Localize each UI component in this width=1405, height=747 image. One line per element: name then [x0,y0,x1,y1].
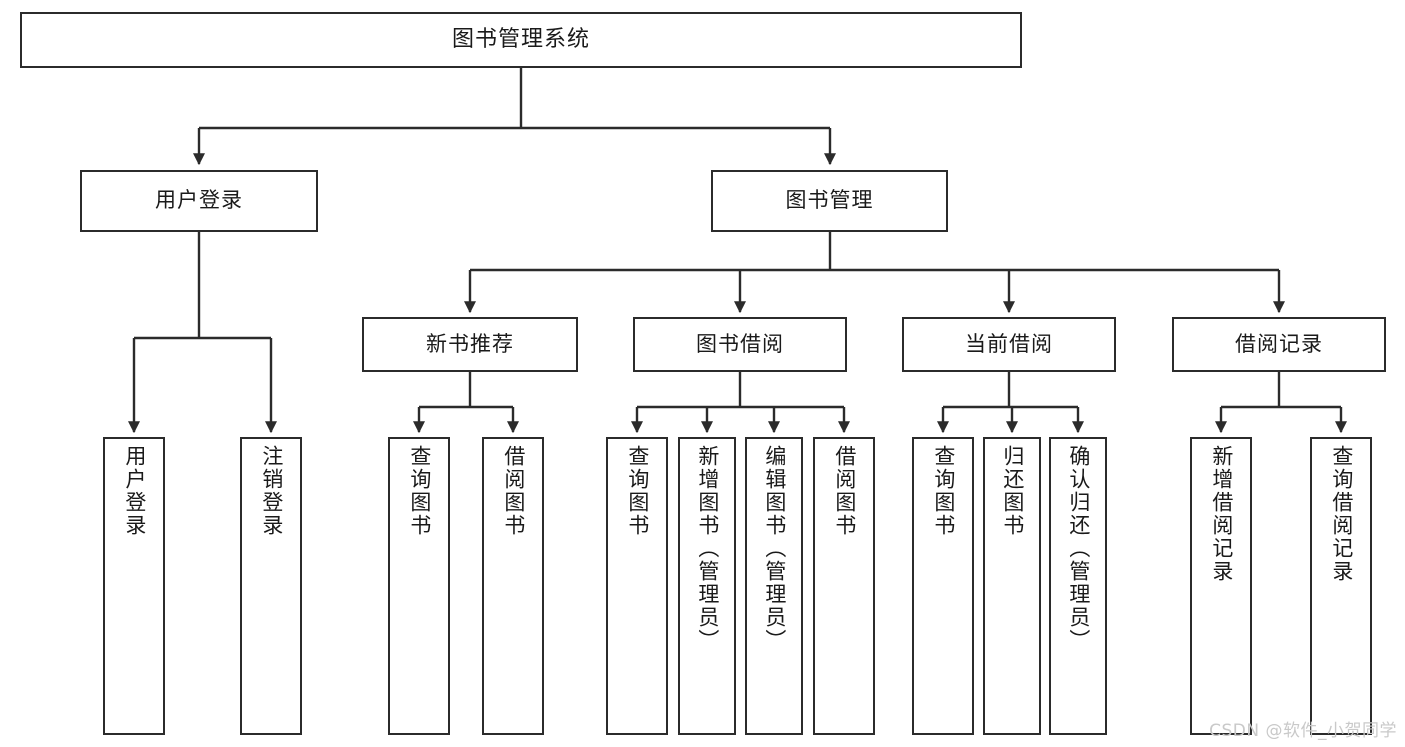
csdn-watermark: CSDN @软件_小贺同学 [1209,721,1397,741]
node-leaf-7-label: 借阅图书 [832,445,857,537]
node-level1-0-label: 用户登录 [155,188,243,213]
node-leaf-0-label: 用户登录 [122,445,147,537]
node-leaf-8[interactable]: 查询图书 [912,437,974,735]
node-leaf-9-label: 归还图书 [1000,445,1025,537]
node-root-label: 图书管理系统 [451,26,590,52]
node-leaf-12-label: 查询借阅记录 [1329,445,1354,583]
node-leaf-5[interactable]: 新增图书（管理员） [678,437,736,735]
node-leaf-6-label: 编辑图书（管理员） [762,445,787,652]
node-level2-2-label: 当前借阅 [965,331,1053,356]
node-level1-1-label: 图书管理 [785,188,874,213]
node-leaf-9[interactable]: 归还图书 [983,437,1041,735]
node-leaf-11-label: 新增借阅记录 [1209,445,1234,583]
node-leaf-7[interactable]: 借阅图书 [813,437,875,735]
node-level2-2[interactable]: 当前借阅 [902,317,1116,372]
node-leaf-2[interactable]: 查询图书 [388,437,450,735]
node-leaf-4[interactable]: 查询图书 [606,437,668,735]
node-leaf-2-label: 查询图书 [407,445,432,537]
node-level2-0-label: 新书推荐 [426,331,514,356]
node-level1-0[interactable]: 用户登录 [80,170,318,232]
node-leaf-1[interactable]: 注销登录 [240,437,302,735]
node-level2-0[interactable]: 新书推荐 [362,317,578,372]
node-leaf-5-label: 新增图书（管理员） [695,445,720,652]
node-level1-1[interactable]: 图书管理 [711,170,948,232]
node-leaf-8-label: 查询图书 [931,445,956,537]
node-leaf-12[interactable]: 查询借阅记录 [1310,437,1372,735]
node-leaf-0[interactable]: 用户登录 [103,437,165,735]
node-leaf-4-label: 查询图书 [625,445,650,537]
node-leaf-10[interactable]: 确认归还（管理员） [1049,437,1107,735]
node-leaf-1-label: 注销登录 [259,445,284,537]
node-level2-3-label: 借阅记录 [1235,331,1323,356]
node-leaf-6[interactable]: 编辑图书（管理员） [745,437,803,735]
node-leaf-3-label: 借阅图书 [501,445,526,537]
node-level2-1[interactable]: 图书借阅 [633,317,847,372]
node-leaf-10-label: 确认归还（管理员） [1066,445,1091,652]
node-level2-3[interactable]: 借阅记录 [1172,317,1386,372]
node-leaf-11[interactable]: 新增借阅记录 [1190,437,1252,735]
node-root[interactable]: 图书管理系统 [20,12,1022,68]
node-leaf-3[interactable]: 借阅图书 [482,437,544,735]
node-level2-1-label: 图书借阅 [696,331,784,356]
